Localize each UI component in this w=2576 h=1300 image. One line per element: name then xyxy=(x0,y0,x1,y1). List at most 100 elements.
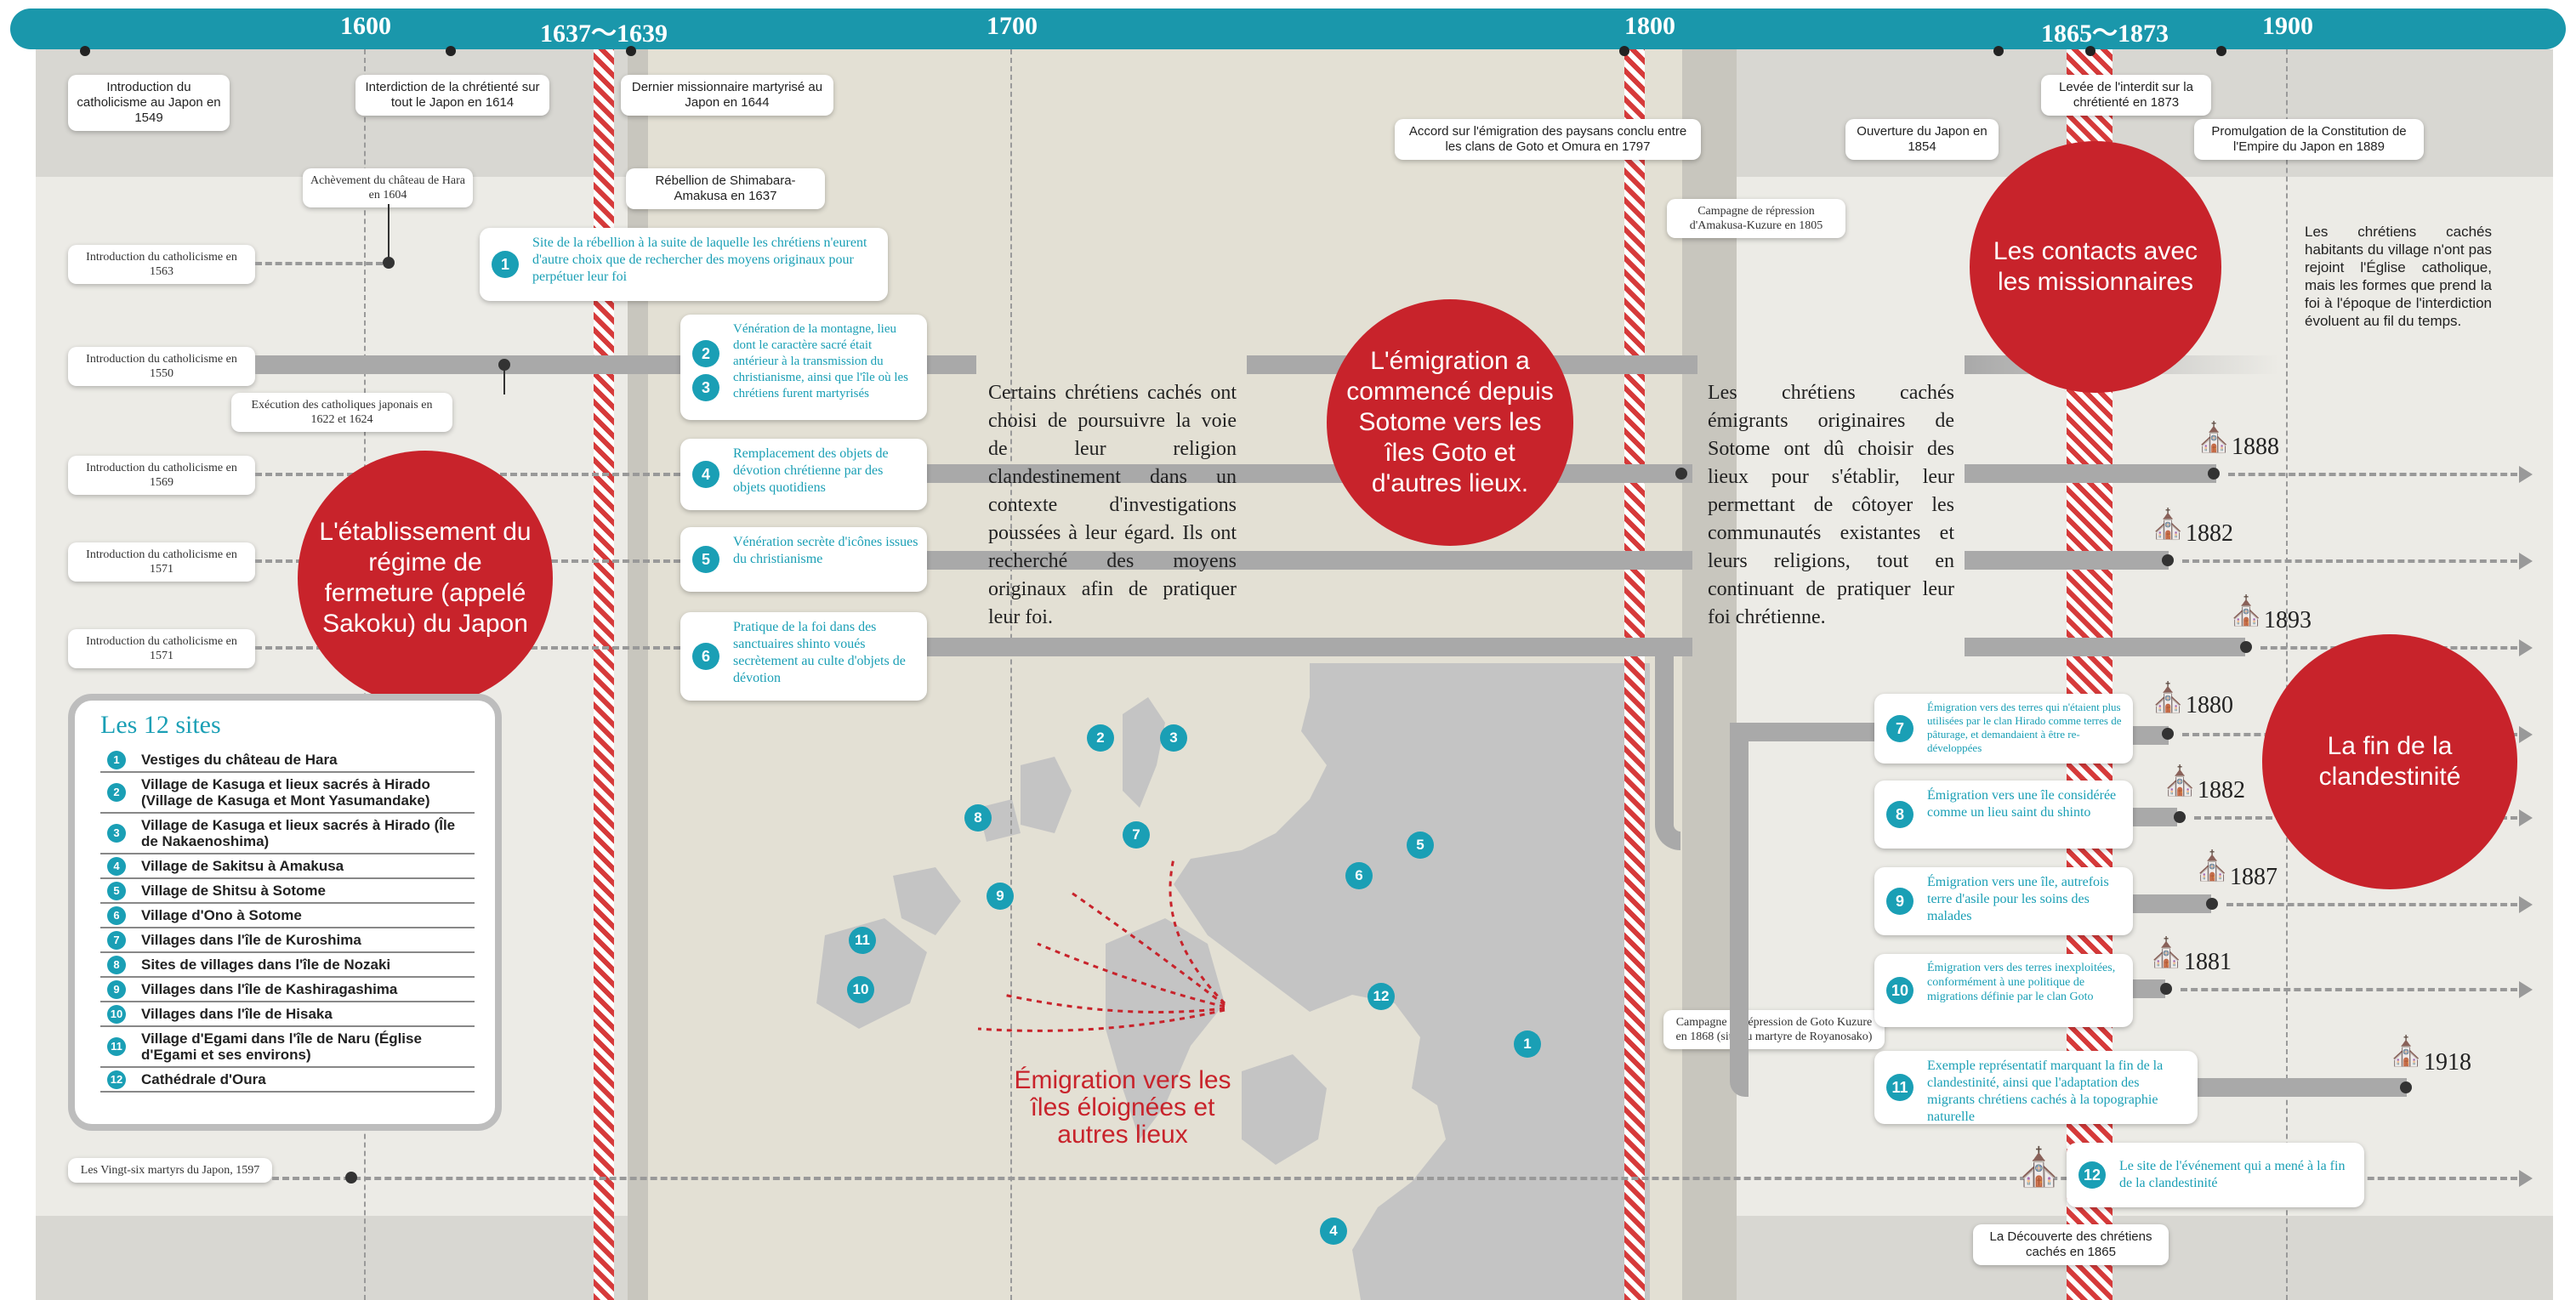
paragraph-left: Certains chrétiens cachés ont choisi de … xyxy=(988,382,1237,628)
year-1865-1873: 1865〜1873 xyxy=(2041,20,2169,48)
stripe-1800 xyxy=(1624,49,1645,1300)
bar-1571b-right xyxy=(1965,638,2245,656)
site-desc-8: Émigration vers une île considérée comme… xyxy=(1927,788,2117,820)
event-intro-1571b: Introduction du catholicisme en 1571 xyxy=(68,629,255,668)
line-1888 xyxy=(2228,473,2517,476)
site-number-badge: 1 xyxy=(492,251,519,278)
church-icon: ⛪ xyxy=(2162,765,2198,798)
site-box-8: 8 Émigration vers une île considérée com… xyxy=(1874,781,2133,849)
year-1700: 1700 xyxy=(987,12,1038,40)
map-marker-4: 4 xyxy=(1320,1218,1347,1245)
site-box-4: 4 Remplacement des objets de dévotion ch… xyxy=(680,439,927,510)
church-year-1893: 1893 xyxy=(2264,607,2312,633)
site-desc-12: Le site de l'événement qui a mené à la f… xyxy=(2119,1159,2346,1190)
period-zone-1800-1873 xyxy=(1682,49,1737,1300)
arrow-1888 xyxy=(2519,466,2533,483)
site-box-10: 10 Émigration vers des terres inexploité… xyxy=(1874,954,2133,1027)
connector-execution xyxy=(503,366,505,395)
event-amakusa-1805: Campagne de répression d'Amakusa-Kuzure … xyxy=(1667,199,1845,238)
event-dot xyxy=(446,46,456,56)
church-year-1882b: 1882 xyxy=(2198,777,2245,803)
line-1881 xyxy=(2181,988,2517,991)
arrow-1882a xyxy=(2519,553,2533,570)
map-peninsula-nagasaki xyxy=(1106,918,1225,1139)
bar-1887 xyxy=(2126,894,2211,913)
cathedral-icon: ⛪ xyxy=(2016,1147,2062,1189)
line-1563 xyxy=(255,262,383,265)
church-year-1882: 1882 xyxy=(2186,520,2233,547)
branch-top xyxy=(1730,723,1883,741)
site-desc-5: Vénération secrète d'icônes issues du ch… xyxy=(733,535,918,566)
arrow-martyrs xyxy=(2519,1170,2533,1187)
site-box-9: 9 Émigration vers une île, autrefois ter… xyxy=(1874,867,2133,935)
church-icon: ⛪ xyxy=(2196,422,2232,454)
church-icon: ⛪ xyxy=(2194,850,2231,883)
line-martyrs xyxy=(272,1177,2517,1180)
map-marker-8: 8 xyxy=(964,804,992,832)
map-amakusa xyxy=(1242,1054,1327,1165)
site-desc-6: Pratique de la foi dans des sanctuaires … xyxy=(733,620,906,685)
church-year-1880: 1880 xyxy=(2186,692,2233,718)
site-number-badge: 7 xyxy=(1886,715,1914,742)
event-1889: Promulgation de la Constitution de l'Emp… xyxy=(2194,119,2424,160)
map-marker-12: 12 xyxy=(1368,983,1395,1010)
site-number-badge: 5 xyxy=(692,546,719,573)
church-year-1888: 1888 xyxy=(2232,434,2279,460)
site-number-badge: 3 xyxy=(692,374,719,401)
dot-1893 xyxy=(2240,641,2252,653)
timeline-bar xyxy=(10,9,2566,49)
site-box-1: 1 Site de la rébellion à la suite de laq… xyxy=(480,228,888,301)
event-1797: Accord sur l'émigration des paysans conc… xyxy=(1395,119,1701,160)
gridline-1700 xyxy=(1010,49,1012,1300)
year-1600: 1600 xyxy=(340,12,391,40)
circle-missionnaires: Les contacts avec les missionnaires xyxy=(1970,141,2221,393)
site-number-badge: 9 xyxy=(1886,888,1914,915)
line-1882a xyxy=(2182,559,2517,563)
bar-1571b xyxy=(927,638,1692,656)
branch-connector xyxy=(1655,646,1680,850)
event-intro-1569: Introduction du catholicisme en 1569 xyxy=(68,456,255,495)
event-dot xyxy=(2085,46,2095,56)
map-goto-south xyxy=(816,918,927,1029)
bar-1550-mid xyxy=(927,355,976,374)
event-intro-1563: Introduction du catholicisme en 1563 xyxy=(68,245,255,284)
circle-emigration: L'émigration a commencé depuis Sotome ve… xyxy=(1327,299,1573,546)
site-box-7: 7 Émigration vers des terres qui n'étaie… xyxy=(1874,694,2133,764)
paragraph-right: Les chrétiens cachés émigrants originair… xyxy=(1708,382,1954,628)
map-marker-5: 5 xyxy=(1407,832,1434,859)
arrow-1880 xyxy=(2519,726,2533,743)
migration-label: Émigration vers les îles éloignées et au… xyxy=(1014,1066,1231,1149)
migration-arrows xyxy=(977,858,1226,1032)
kyushu-map xyxy=(816,663,1650,1300)
event-1854: Ouverture du Japon en 1854 xyxy=(1845,119,1999,160)
map-goto-mid xyxy=(893,867,961,935)
event-intro-1550: Introduction du catholicisme en 1550 xyxy=(68,347,255,386)
map-marker-6: 6 xyxy=(1345,862,1373,889)
dot-hara xyxy=(383,257,395,269)
arrow-1893 xyxy=(2519,639,2533,656)
event-dot xyxy=(80,46,90,56)
event-dot xyxy=(2216,46,2226,56)
dot-1887 xyxy=(2206,898,2218,910)
dot-1888 xyxy=(2208,468,2220,480)
dot-1622 xyxy=(498,359,510,371)
event-dot xyxy=(626,46,636,56)
event-goto-1868: Campagne de répression de Goto Kuzure en… xyxy=(1663,1010,1885,1049)
site-desc-10: Émigration vers des terres inexploitées,… xyxy=(1927,962,2116,1003)
site-desc-2-3: Vénération de la montagne, lieu dont le … xyxy=(733,322,908,400)
site-box-12: 12 Le site de l'événement qui a mené à l… xyxy=(2067,1143,2364,1207)
line-1887 xyxy=(2226,903,2517,906)
year-1637-1639: 1637〜1639 xyxy=(540,20,668,48)
event-martyrs-1597: Les Vingt-six martyrs du Japon, 1597 xyxy=(68,1158,272,1183)
year-1800: 1800 xyxy=(1624,12,1675,40)
map-mainland xyxy=(1174,663,1650,1300)
site-number-badge: 2 xyxy=(692,340,719,367)
arrow-1881 xyxy=(2519,981,2533,998)
